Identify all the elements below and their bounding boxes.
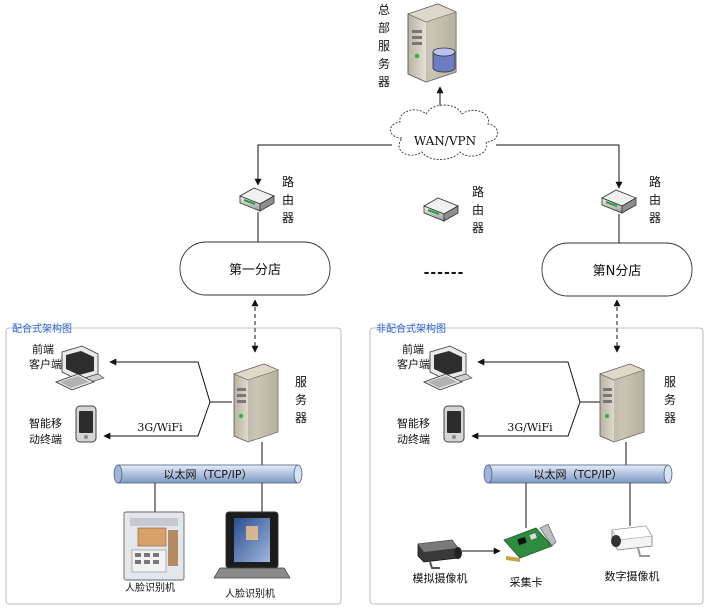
router-label-char: 由 — [282, 193, 294, 207]
mobile-label: 动终端 — [29, 432, 62, 446]
mobile-terminal-icon — [443, 405, 465, 443]
server-label-char: 服 — [295, 375, 307, 389]
server-to-mobile-arrow — [471, 401, 581, 440]
server-to-client-arrow — [109, 358, 232, 403]
left-panel: 配合式架构图 前端 客户端 智能移 动终端 3G/WiFi 服 务 器 以太网（… — [5, 322, 342, 605]
branch-server-icon — [233, 363, 279, 443]
branches-ellipsis: ------ — [424, 265, 465, 281]
analog-camera-icon — [417, 539, 462, 569]
wan-cloud-icon — [390, 104, 498, 160]
server-to-mobile-arrow — [103, 401, 211, 440]
client-label: 前端 — [32, 342, 54, 356]
ethernet-bus — [483, 464, 673, 484]
mobile-label: 智能移 — [397, 416, 430, 430]
cloud-to-left-router-arrow — [254, 144, 392, 186]
right-panel-title: 非配合式架构图 — [376, 322, 446, 335]
ethernet-label: 以太网（TCP/IP） — [534, 468, 623, 481]
router-label-char: 由 — [472, 203, 484, 217]
wan-label: WAN/VPN — [414, 134, 476, 148]
client-computer-icon — [423, 345, 473, 391]
ethernet-bus — [113, 464, 303, 484]
branch-first-label: 第一分店 — [229, 263, 281, 278]
router-label-char: 路 — [472, 184, 484, 199]
hq-label-char: 器 — [378, 75, 390, 89]
hq-label-char: 务 — [378, 56, 390, 71]
server-label-char: 器 — [295, 411, 307, 425]
server-to-client-arrow — [477, 358, 600, 403]
cloud-to-right-router-arrow — [496, 144, 623, 189]
right-panel: 非配合式架构图 前端 客户端 智能移 动终端 3G/WiFi 服 务 器 以太网… — [369, 322, 704, 605]
face-terminal-label: 人脸识别机 — [125, 581, 175, 594]
router-label-char: 由 — [649, 193, 661, 207]
mobile-terminal-icon — [75, 405, 97, 443]
branch-nth-label: 第N分店 — [593, 264, 642, 279]
server-label-char: 器 — [664, 411, 676, 425]
left-panel-title: 配合式架构图 — [12, 322, 72, 335]
digital-camera-label: 数字摄像机 — [605, 569, 660, 583]
router-icon — [601, 189, 637, 214]
router-label-char: 路 — [649, 174, 661, 189]
hq-label-char: 总 — [378, 3, 390, 17]
client-label: 客户端 — [29, 357, 62, 371]
router-icon — [423, 197, 459, 222]
router-label-char: 器 — [282, 211, 294, 225]
router-label-char: 器 — [472, 221, 484, 235]
client-computer-icon — [55, 345, 105, 391]
branch-first-box — [179, 241, 331, 296]
router-label-char: 器 — [649, 211, 661, 225]
mobile-label: 智能移 — [29, 416, 62, 430]
mobile-label: 动终端 — [397, 432, 430, 446]
hq-label-char: 服 — [378, 39, 390, 53]
face-terminal-label: 人脸识别机 — [225, 587, 275, 600]
wifi-label: 3G/WiFi — [507, 421, 553, 434]
capture-card-icon — [503, 523, 557, 562]
database-icon — [432, 47, 456, 73]
router-label-char: 路 — [282, 174, 294, 189]
capture-card-label: 采集卡 — [510, 575, 543, 589]
branch-server-icon — [599, 363, 645, 443]
client-label: 客户端 — [397, 357, 430, 371]
server-label-char: 务 — [295, 392, 307, 407]
digital-camera-icon — [611, 525, 653, 557]
face-terminal-icon — [123, 511, 185, 581]
face-terminal-icon — [213, 511, 291, 579]
server-label-char: 服 — [664, 375, 676, 389]
branch-nth-box — [541, 242, 693, 297]
client-label: 前端 — [402, 342, 424, 356]
ethernet-label: 以太网（TCP/IP） — [164, 468, 253, 481]
router-icon — [239, 187, 275, 212]
hq-label-char: 部 — [378, 20, 390, 35]
wifi-label: 3G/WiFi — [137, 421, 183, 434]
analog-camera-label: 模拟摄像机 — [413, 571, 468, 585]
server-label-char: 务 — [664, 392, 676, 407]
